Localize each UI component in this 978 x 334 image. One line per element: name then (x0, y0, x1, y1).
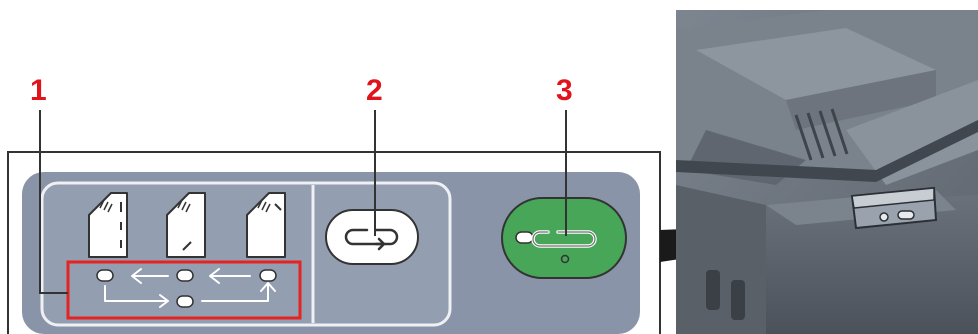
callout-number-3: 3 (556, 74, 573, 107)
indicator-led (176, 269, 194, 282)
manual-staple-button[interactable] (325, 209, 419, 265)
callout-1-leader (39, 110, 68, 294)
start-button[interactable] (501, 197, 627, 279)
indicator-led (96, 269, 114, 282)
button-body (325, 209, 419, 265)
finisher-unit-photo (676, 10, 978, 334)
start-indicator-icon (515, 230, 597, 264)
callout-number-1: 1 (30, 74, 47, 107)
highlight-box (66, 260, 302, 320)
staple-corner-left-icon (88, 192, 128, 258)
button-body (501, 197, 627, 279)
loop-arrow-icon (344, 228, 399, 251)
staple-corner-right-icon (246, 192, 286, 258)
indicator-led (176, 295, 194, 308)
cycle-arrows-icon (104, 268, 276, 308)
callout-number-2: 2 (366, 74, 383, 107)
indicator-led (259, 269, 277, 282)
staple-two-points-icon (166, 192, 206, 258)
